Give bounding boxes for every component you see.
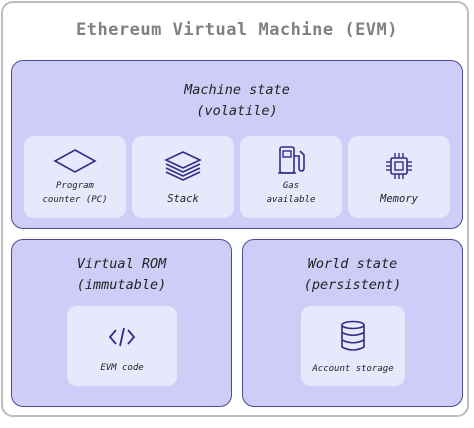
diagram-title: Ethereum Virtual Machine (EVM) bbox=[75, 20, 399, 40]
evm-code-card: EVM code bbox=[67, 306, 177, 386]
memory-label: Memory bbox=[380, 193, 418, 205]
machine-state-panel: Machine state (volatile) Program counter… bbox=[11, 60, 463, 229]
stack-icon bbox=[164, 151, 202, 181]
gas-label: Gas bbox=[282, 181, 300, 191]
gas-card: Gas available bbox=[240, 136, 342, 218]
virtual-rom-subtitle: (immutable) bbox=[76, 277, 167, 293]
account-storage-card: Account storage bbox=[301, 306, 405, 386]
evm-code-label: EVM code bbox=[100, 363, 144, 373]
gas-label-2: available bbox=[266, 195, 316, 205]
code-icon bbox=[108, 327, 136, 347]
program-counter-label: Program bbox=[56, 181, 94, 191]
chip-icon bbox=[386, 153, 412, 179]
memory-card: Memory bbox=[348, 136, 450, 218]
virtual-rom-panel: Virtual ROM (immutable) EVM code bbox=[11, 239, 232, 407]
virtual-rom-title: Virtual ROM bbox=[76, 256, 167, 272]
program-counter-card: Program counter (PC) bbox=[24, 136, 126, 218]
program-counter-label-2: counter (PC) bbox=[42, 195, 108, 205]
database-icon bbox=[341, 320, 365, 351]
account-storage-label: Account storage bbox=[312, 364, 394, 374]
machine-state-subtitle: (volatile) bbox=[196, 103, 278, 119]
world-state-subtitle: (persistent) bbox=[303, 277, 402, 293]
machine-state-title: Machine state bbox=[184, 82, 290, 98]
world-state-panel: World state (persistent) Account storage bbox=[242, 239, 463, 407]
fuel-pump-icon bbox=[278, 146, 305, 174]
diamond-icon bbox=[53, 149, 97, 173]
stack-label: Stack bbox=[167, 193, 199, 205]
world-state-title: World state bbox=[307, 256, 398, 272]
stack-card: Stack bbox=[132, 136, 234, 218]
